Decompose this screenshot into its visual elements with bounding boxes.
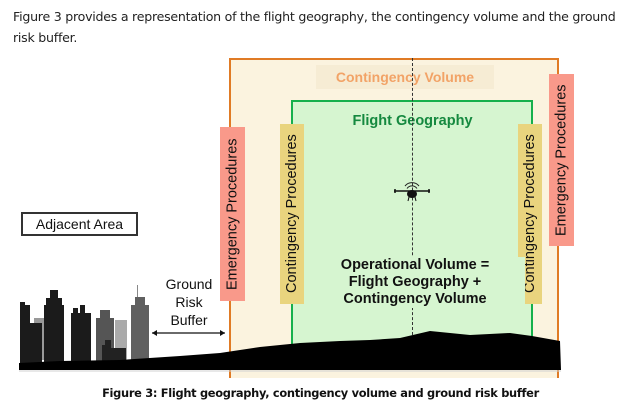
ground-risk-buffer-label: Ground Risk Buffer (165, 276, 213, 328)
drone-icon (394, 182, 430, 202)
city-skyline (20, 285, 149, 363)
contingency-volume-label: Contingency Volume (316, 65, 494, 89)
ground-terrain (19, 331, 561, 370)
intro-paragraph: Figure 3 provides a representation of th… (13, 9, 616, 45)
adjacent-area-label: Adjacent Area (21, 212, 138, 236)
double-arrow-icon (152, 330, 225, 336)
center-dashed-line (412, 58, 413, 340)
operational-volume-label: Operational Volume = Flight Geography + … (305, 257, 525, 308)
figure-caption: Figure 3: Flight geography, contingency … (102, 386, 539, 400)
